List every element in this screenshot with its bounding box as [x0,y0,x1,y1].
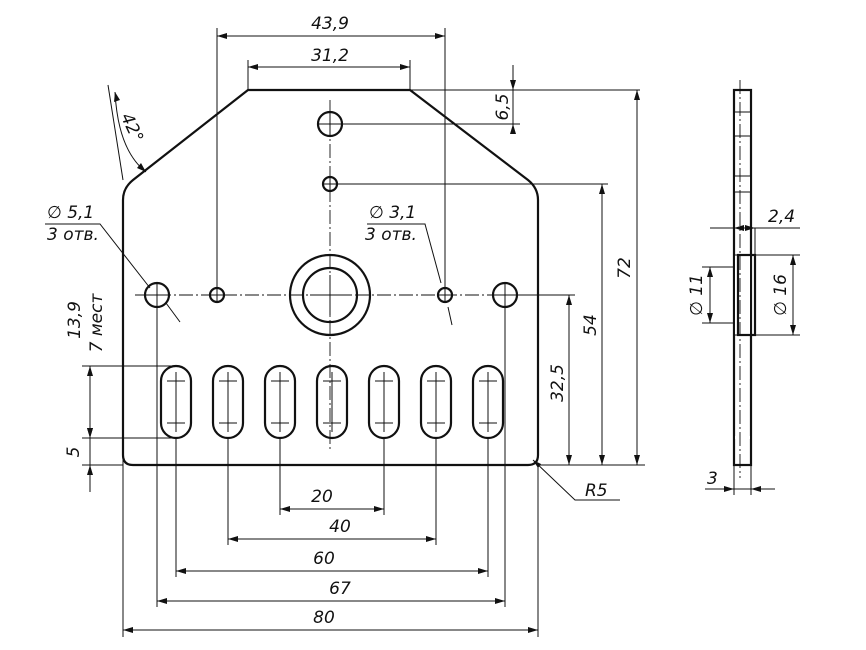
dim-height-center: 32,5 [548,364,568,402]
dim-slot-bottom: 5 [64,447,84,458]
dim-holes-span-67: 67 [329,579,351,599]
dimension-labels: 43,9 31,2 6,5 42° ∅ 5,1 3 отв. ∅ 3,1 3 о… [47,14,795,628]
dim-top-hole-offset: 6,5 [493,93,513,120]
dimension-lines [45,28,645,637]
dim-hole-large-count: 3 отв. [47,225,99,245]
dim-hole-small-dia: ∅ 3,1 [369,203,416,223]
dim-width-total: 80 [313,608,335,628]
side-view [702,80,800,495]
dim-hole-large-dia: ∅ 5,1 [47,203,94,223]
dim-hole-small-count: 3 отв. [365,225,417,245]
dim-top-edge: 31,2 [311,46,349,66]
slots [159,364,505,440]
dim-slot-length: 13,9 [65,301,85,339]
dim-boss-offset: 2,4 [768,207,795,227]
dim-slot-count: 7 мест [87,293,107,353]
boss-section [736,253,757,337]
dim-chamfer-angle: 42° [116,110,147,146]
dim-plate-thickness: 3 [707,469,718,489]
slot [315,364,349,440]
dim-corner-radius: R5 [585,481,608,501]
dim-pitch-20: 20 [311,487,333,507]
dim-pitch-60: 60 [313,549,335,569]
dim-height-total: 72 [615,257,635,279]
front-view [45,28,645,637]
dim-boss-inner-dia: ∅ 11 [687,274,707,316]
hole-crosses [145,112,517,315]
plate-outline [121,88,540,467]
dim-height-small-hole: 54 [581,314,601,336]
dim-pitch-40: 40 [329,517,351,537]
dim-top-holes-span: 43,9 [311,14,349,34]
dim-boss-outer-dia: ∅ 16 [771,274,791,316]
